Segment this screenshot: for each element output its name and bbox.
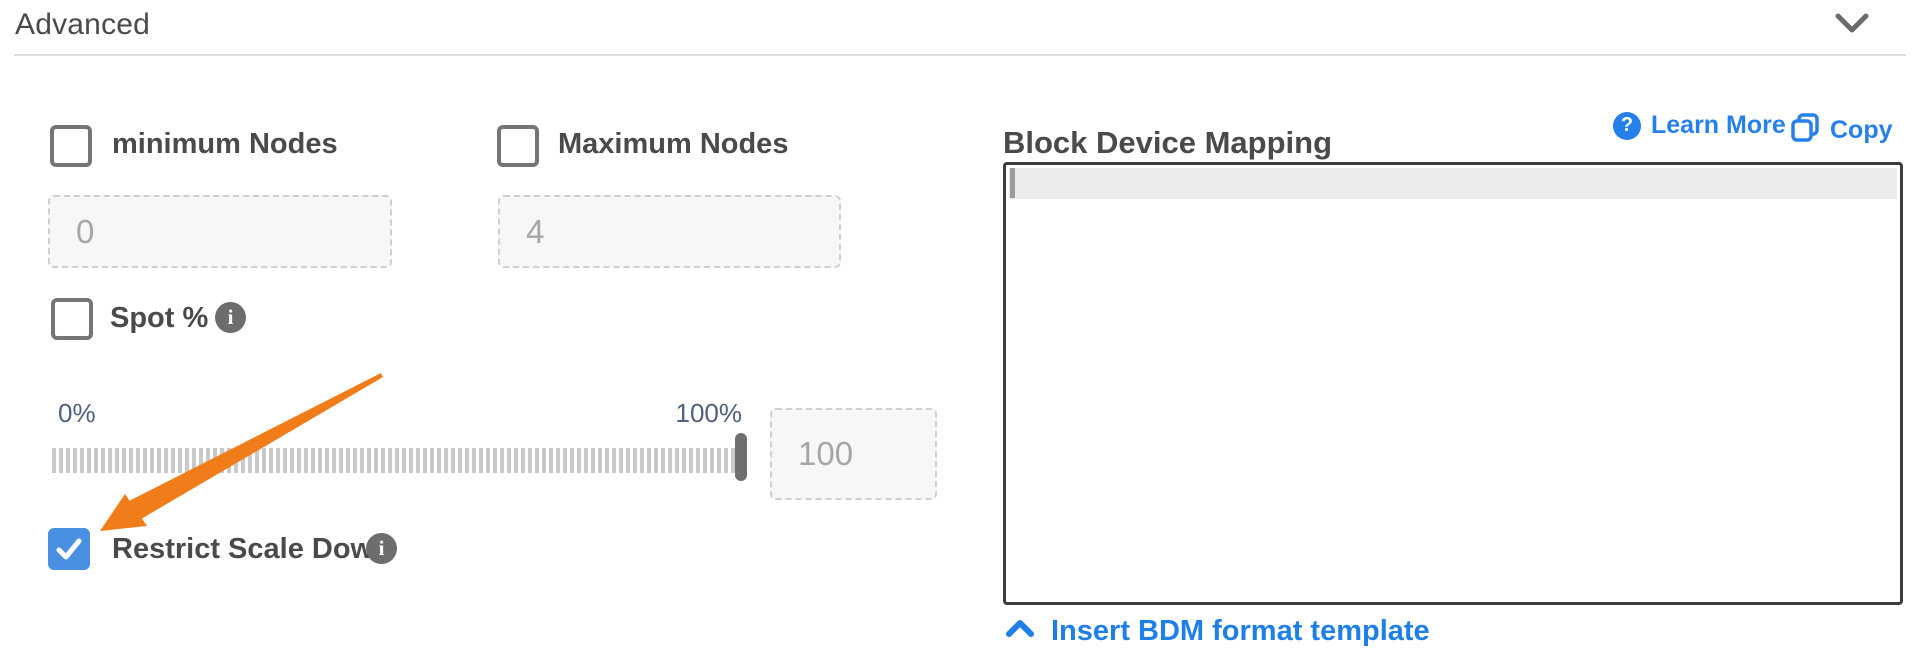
chevron-up-icon [1005, 618, 1035, 645]
maximum-nodes-label: Maximum Nodes [558, 128, 789, 160]
learn-more-label: Learn More [1651, 111, 1786, 139]
spot-percent-slider-track[interactable] [52, 448, 742, 473]
minimum-nodes-input[interactable] [48, 195, 392, 268]
bdm-editor[interactable] [1003, 162, 1903, 605]
minimum-nodes-checkbox[interactable] [50, 125, 92, 167]
editor-active-line [1009, 168, 1897, 199]
insert-bdm-template-label: Insert BDM format template [1051, 615, 1430, 647]
spot-percent-input[interactable] [770, 408, 937, 500]
restrict-scale-down-checkbox[interactable] [48, 528, 90, 570]
question-icon: ? [1613, 111, 1641, 140]
copy-label: Copy [1830, 116, 1893, 144]
section-divider [14, 54, 1906, 56]
copy-button[interactable]: Copy [1790, 111, 1893, 150]
slider-min-label: 0% [58, 398, 96, 428]
maximum-nodes-input[interactable] [498, 195, 841, 268]
section-title: Advanced [15, 8, 151, 41]
copy-icon [1790, 111, 1820, 150]
spot-percent-slider-handle[interactable] [735, 433, 747, 481]
restrict-scale-down-label: Restrict Scale Down [112, 533, 391, 565]
bdm-title: Block Device Mapping [1003, 125, 1333, 160]
insert-bdm-template-link[interactable]: Insert BDM format template [1005, 615, 1430, 648]
maximum-nodes-checkbox[interactable] [497, 125, 539, 167]
minimum-nodes-label: minimum Nodes [112, 128, 338, 160]
text-cursor [1010, 168, 1015, 198]
spot-percent-label: Spot % [110, 302, 209, 334]
collapse-section-button[interactable] [1832, 8, 1872, 38]
learn-more-link[interactable]: ? Learn More [1613, 111, 1786, 140]
info-icon[interactable]: i [215, 302, 246, 333]
info-icon[interactable]: i [366, 533, 397, 564]
spot-percent-checkbox[interactable] [51, 298, 93, 340]
slider-max-label: 100% [675, 398, 743, 428]
chevron-down-icon [1832, 13, 1872, 42]
